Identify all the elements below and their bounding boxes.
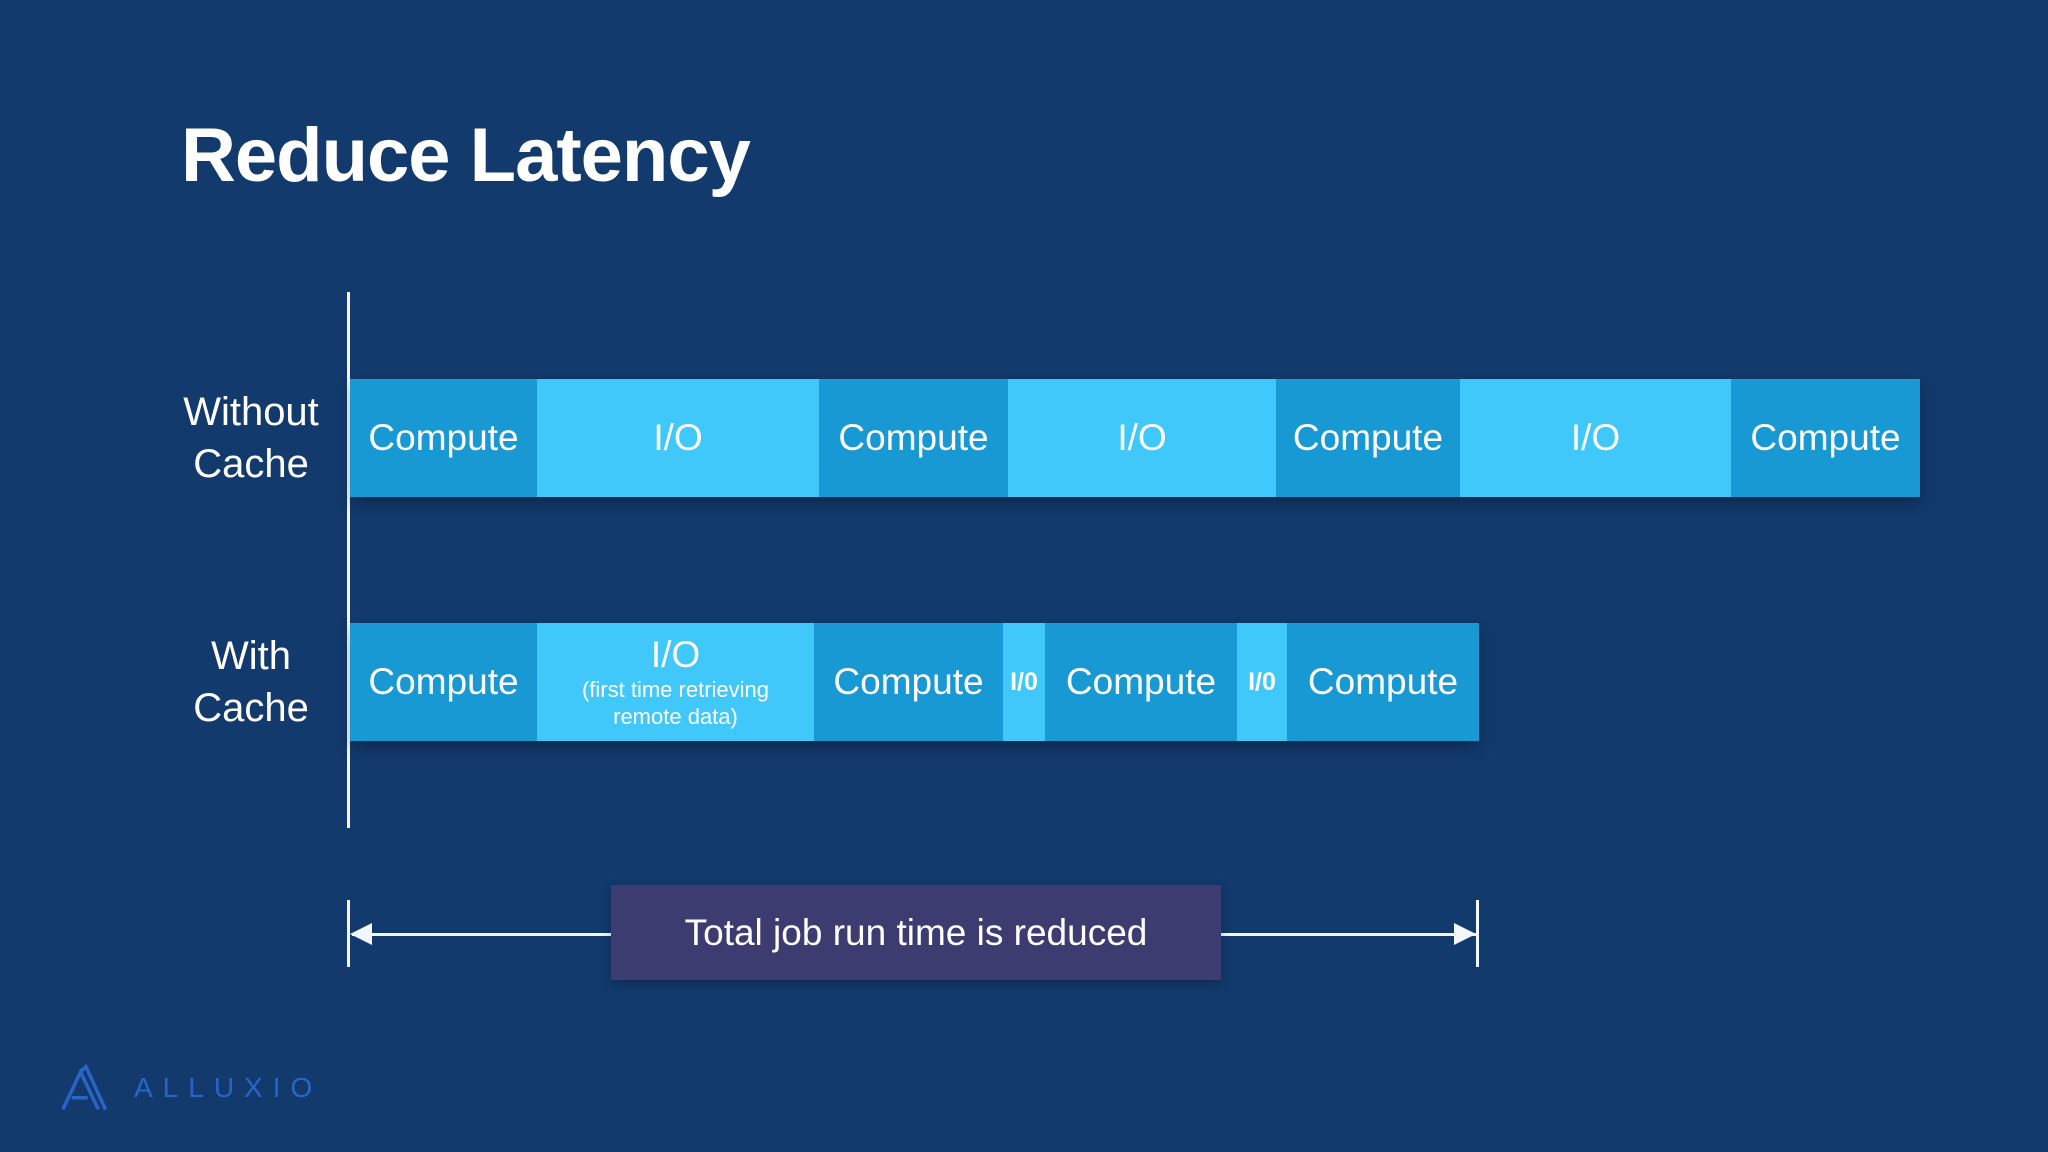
segment-label: Compute [1292,417,1444,458]
segment-io: I/O [537,379,819,497]
segment-compute: Compute [1287,623,1479,741]
footer-brand: ALLUXIO [58,1062,322,1114]
segment-label: I/O [650,634,701,675]
total-time-annotation-box: Total job run time is reduced [611,885,1221,980]
segment-sublabel: (first time retrieving [581,677,770,702]
segment-compute: Compute [1045,623,1237,741]
segment-sublabel: remote data) [613,704,738,729]
segment-io: I/O [1008,379,1276,497]
row-label-line: Cache [193,686,309,730]
segment-io-small: I/0 [1003,623,1045,741]
segment-label: Compute [1750,417,1901,458]
segment-label: I/O [653,417,703,458]
arrowhead-left-icon [350,923,372,945]
segment-label: I/O [1117,417,1167,458]
segment-compute: Compute [1731,379,1920,497]
segment-label: Compute [1307,661,1459,702]
timeline-axis-line [347,292,350,828]
alluxio-wordmark: ALLUXIO [134,1072,323,1103]
timeline-bar: Compute I/O Compute I/O Compute I/O Compute [350,379,1920,497]
arrow-start-tick [347,900,350,967]
segment-label: Compute [368,417,519,458]
arrowhead-right-icon [1454,923,1476,945]
segment-label: Compute [838,417,989,458]
alluxio-logo-icon [61,1064,108,1111]
total-time-annotation-label: Total job run time is reduced [684,911,1148,953]
segment-label: Compute [1065,661,1217,702]
arrow-end-tick [1476,900,1479,967]
row-label-line: Cache [193,442,309,486]
row-label-line: Without [183,390,319,434]
page-title: Reduce Latency [181,113,751,198]
segment-compute: Compute [350,379,537,497]
segment-label: Compute [833,661,984,702]
row-label-line: With [211,634,291,678]
segment-compute: Compute [350,623,537,741]
segment-compute: Compute [1276,379,1460,497]
segment-io: I/O [1460,379,1731,497]
segment-io-small: I/0 [1237,623,1287,741]
segment-label: Compute [368,661,519,702]
segment-label: I/0 [1010,668,1038,696]
segment-compute: Compute [819,379,1008,497]
segment-label: I/0 [1248,668,1276,696]
segment-compute: Compute [814,623,1003,741]
segment-label: I/O [1570,417,1621,458]
